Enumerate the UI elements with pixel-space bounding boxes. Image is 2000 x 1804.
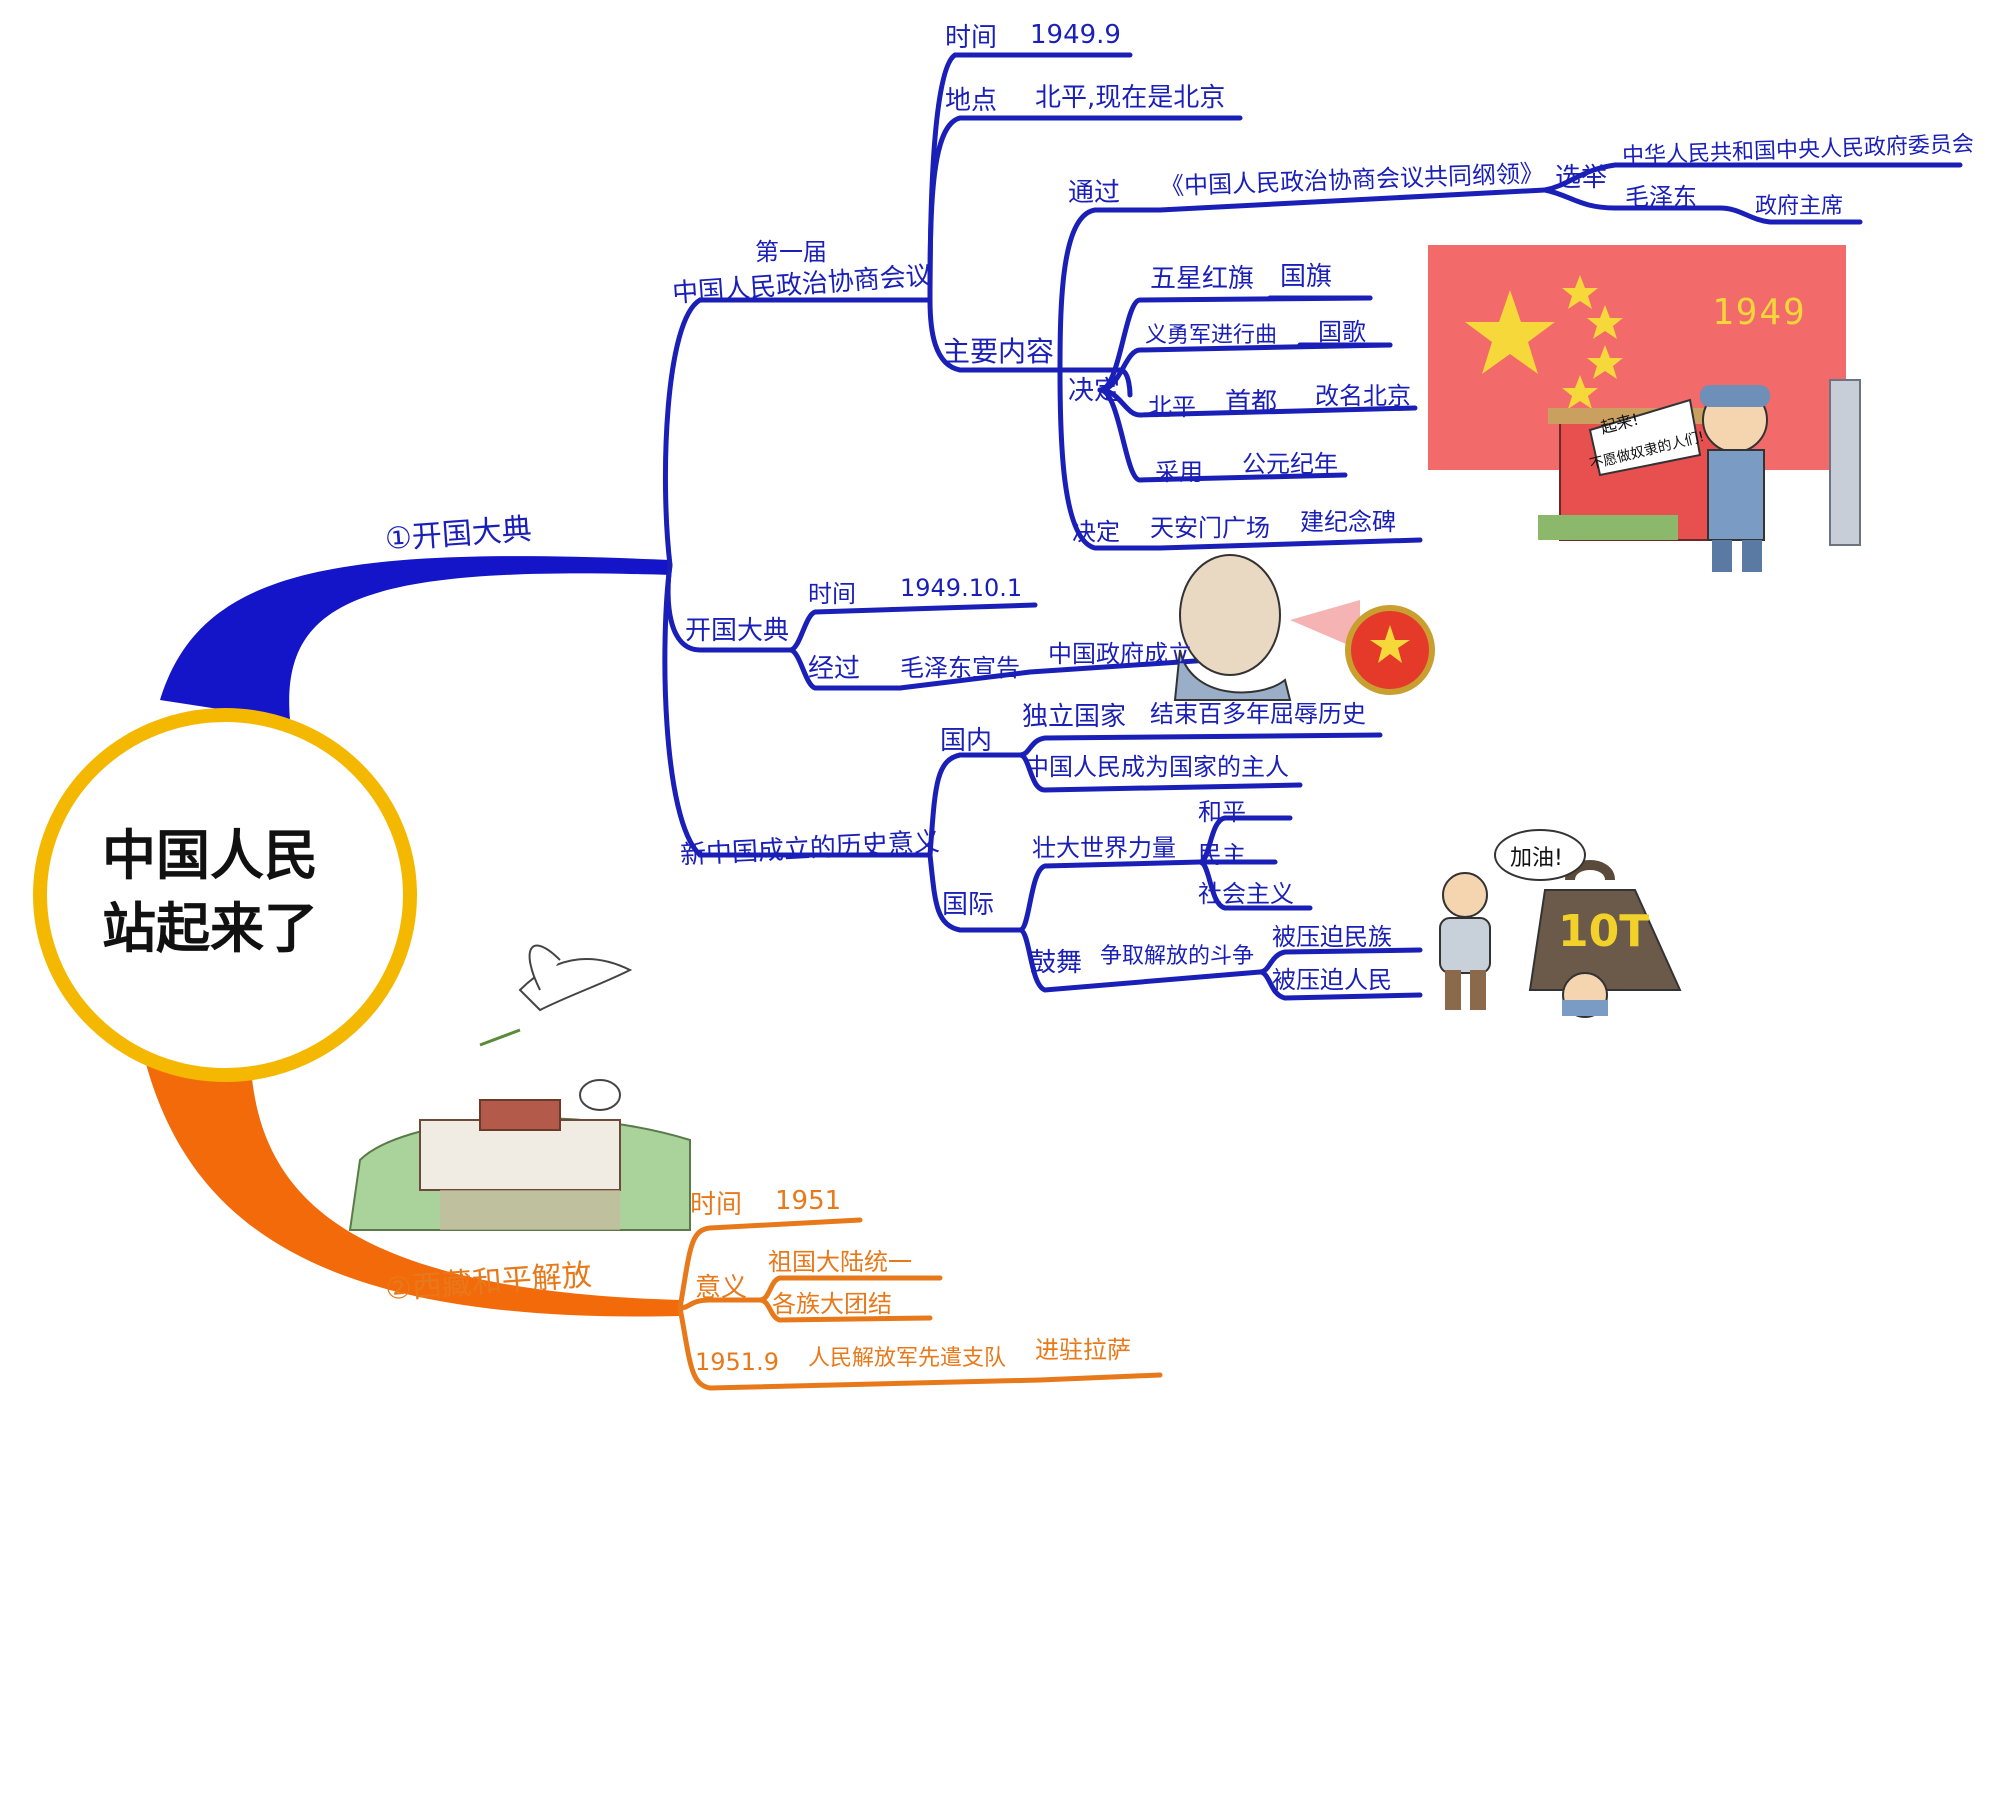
tibet-time-value: 1951 bbox=[775, 1186, 842, 1216]
cppcc-time-value: 1949.9 bbox=[1030, 20, 1121, 50]
national-flag-illustration bbox=[1428, 245, 1861, 572]
cppcc-time-key: 时间 bbox=[945, 23, 998, 53]
proclamation-illustration bbox=[1173, 554, 1435, 701]
root-title-line2: 站起来了 bbox=[102, 896, 318, 960]
tiananmen-square: 天安门广场 bbox=[1150, 514, 1270, 542]
root-title: 中国人民 站起来了 bbox=[40, 820, 380, 966]
decide2-key: 决定 bbox=[1072, 518, 1120, 546]
tibet-illustration bbox=[348, 944, 691, 1231]
flag-year: 1949 bbox=[1712, 292, 1807, 333]
independent-country: 独立国家 bbox=[1022, 702, 1127, 732]
small-star-icon bbox=[1587, 345, 1623, 379]
government-established: 中国政府成立 bbox=[1048, 640, 1192, 668]
ethnic-unity: 各族大团结 bbox=[772, 1290, 892, 1318]
liberation-struggle: 争取解放的斗争 bbox=[1100, 944, 1255, 969]
cppcc-place-key: 地点 bbox=[945, 86, 998, 116]
ceremony-time-key: 时间 bbox=[808, 580, 856, 608]
small-star-icon bbox=[1562, 275, 1598, 309]
strengthen-world: 壮大世界力量 bbox=[1032, 834, 1176, 862]
capital-city: 北平 bbox=[1148, 393, 1196, 421]
capital-rename: 改名北京 bbox=[1315, 382, 1411, 410]
calendar-adopt: 采用 bbox=[1155, 458, 1203, 486]
small-star-icon bbox=[1562, 375, 1598, 409]
elect-key: 选举 bbox=[1555, 163, 1608, 193]
decide-key: 决定 bbox=[1068, 376, 1121, 406]
root-node bbox=[33, 708, 417, 1082]
build-monument: 建纪念碑 bbox=[1300, 508, 1396, 536]
anthem-role: 国歌 bbox=[1318, 318, 1366, 346]
people-masters: 中国人民成为国家的主人 bbox=[1025, 753, 1289, 781]
anthem-name: 义勇军进行曲 bbox=[1145, 323, 1278, 348]
elected-mao: 毛泽东 bbox=[1625, 183, 1697, 211]
big-star-icon bbox=[1465, 290, 1555, 374]
mao-proclaims: 毛泽东宣告 bbox=[900, 654, 1020, 682]
domestic-label: 国内 bbox=[940, 726, 993, 756]
calendar-type: 公元纪年 bbox=[1242, 450, 1338, 478]
enter-lhasa: 进驻拉萨 bbox=[1035, 1336, 1131, 1364]
bubble-text: 加油! bbox=[1510, 846, 1563, 871]
orange-branches bbox=[677, 1217, 1163, 1391]
international-label: 国际 bbox=[942, 890, 995, 920]
end-humiliation: 结束百多年屈辱历史 bbox=[1150, 700, 1366, 728]
root-title-line1: 中国人民 bbox=[102, 824, 318, 887]
government-chairman: 政府主席 bbox=[1755, 194, 1844, 219]
tibet-time-key: 时间 bbox=[690, 1190, 743, 1220]
flag-role: 国旗 bbox=[1280, 262, 1333, 292]
mainland-unification: 祖国大陆统一 bbox=[768, 1248, 912, 1276]
oppressed-peoples: 被压迫人民 bbox=[1272, 966, 1392, 994]
inspire: 鼓舞 bbox=[1030, 948, 1083, 978]
capital-role: 首都 bbox=[1225, 388, 1278, 418]
blue-branches bbox=[662, 52, 1963, 1001]
tibet-meaning-key: 意义 bbox=[695, 1273, 748, 1303]
peace: 和平 bbox=[1198, 798, 1246, 826]
cppcc-label-line1: 第一届 bbox=[755, 238, 827, 266]
oppressed-nations: 被压迫民族 bbox=[1272, 923, 1392, 951]
pla-vanguard: 人民解放军先遣支队 bbox=[808, 1346, 1007, 1371]
flag-name: 五星红旗 bbox=[1150, 264, 1255, 294]
weight-illustration bbox=[1439, 829, 1682, 1018]
tibet-event-date: 1951.9 bbox=[695, 1348, 779, 1376]
democracy: 民主 bbox=[1198, 841, 1246, 869]
branch1-trunk bbox=[160, 556, 670, 720]
pass-key: 通过 bbox=[1068, 178, 1121, 208]
ceremony-label: 开国大典 bbox=[685, 616, 790, 646]
speech-bubble bbox=[1494, 829, 1586, 881]
main-content-label: 主要内容 bbox=[942, 335, 1055, 368]
socialism: 社会主义 bbox=[1198, 880, 1294, 908]
weight-label: 10T bbox=[1558, 906, 1650, 957]
process-key: 经过 bbox=[808, 654, 861, 684]
cppcc-place-value: 北平,现在是北京 bbox=[1035, 83, 1226, 113]
small-star-icon bbox=[1587, 305, 1623, 339]
ceremony-time-value: 1949.10.1 bbox=[900, 574, 1023, 602]
